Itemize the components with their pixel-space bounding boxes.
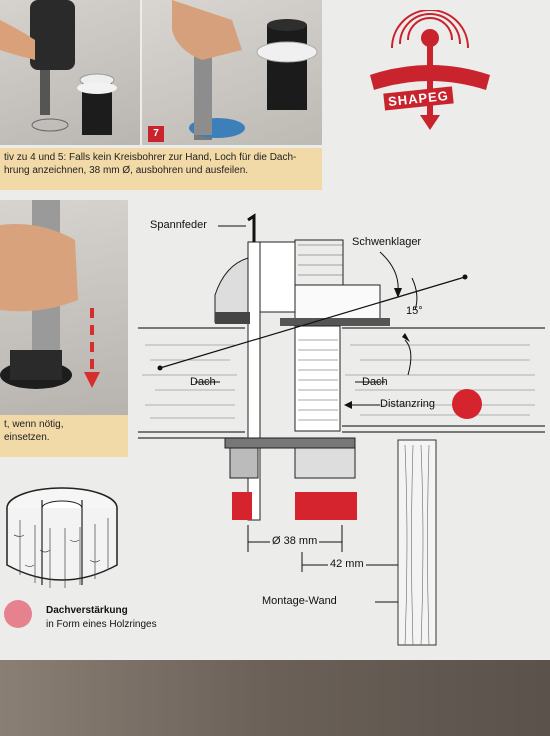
pipe-install-illustration xyxy=(0,200,100,389)
legend-dot xyxy=(4,600,32,628)
legend-title: Dachverstärkung xyxy=(46,605,128,616)
shapeg-logo-icon xyxy=(370,10,490,130)
left-caption-line1: t, wenn nötig, xyxy=(4,419,64,430)
label-montage-wand: Montage-Wand xyxy=(262,595,337,607)
red-dot-marker xyxy=(452,389,482,419)
left-caption: t, wenn nötig, einsetzen. xyxy=(0,415,128,457)
label-distanzring: Distanzring xyxy=(380,398,436,410)
label-angle: 15° xyxy=(406,305,423,317)
photo-drilling xyxy=(0,0,140,145)
label-dach-right: Dach xyxy=(362,376,388,388)
floor-background xyxy=(0,660,550,736)
step-number-badge: 7 xyxy=(148,126,164,142)
drill-illustration xyxy=(0,0,117,135)
photo-inserting-pipe xyxy=(142,0,322,145)
label-dach-left: Dach xyxy=(190,376,216,388)
wood-ring-illustration xyxy=(6,487,118,588)
left-caption-line2: einsetzen. xyxy=(4,432,50,443)
red-ring-right xyxy=(295,492,357,520)
label-spannfeder: Spannfeder xyxy=(150,219,207,231)
top-caption-line2: hrung anzeichnen, 38 mm Ø, ausbohren und… xyxy=(4,165,249,176)
top-caption: tiv zu 4 und 5: Falls kein Kreisbohrer z… xyxy=(0,148,322,190)
legend-subtitle: in Form eines Holzringes xyxy=(46,619,157,630)
pipe-insert-illustration xyxy=(172,0,318,140)
label-diameter: Ø 38 mm xyxy=(270,535,320,547)
label-offset: 42 mm xyxy=(328,558,366,570)
photo-pipe-install xyxy=(0,200,128,415)
roof-hatching xyxy=(142,344,535,419)
label-schwenklager: Schwenklager xyxy=(352,236,422,248)
red-ring-left xyxy=(232,492,252,520)
top-caption-line1: tiv zu 4 und 5: Falls kein Kreisbohrer z… xyxy=(4,152,297,163)
installation-diagram xyxy=(138,213,545,646)
